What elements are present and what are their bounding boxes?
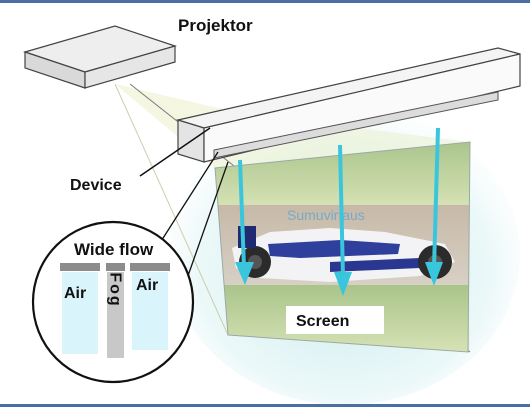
wide-flow-detail — [31, 220, 195, 384]
race-car-image — [232, 226, 455, 282]
screen-label-box — [286, 306, 384, 334]
projector-label: Projektor — [178, 16, 253, 35]
flow-arrow-left — [235, 159, 254, 285]
top-frame-bar — [0, 0, 530, 3]
air-right-nozzle — [130, 263, 170, 271]
air-left-label: Air — [64, 285, 86, 302]
fog-label: Fog — [107, 272, 124, 307]
flow-arrows — [235, 127, 443, 296]
fog-device — [175, 47, 521, 163]
screen-label: Screen — [296, 313, 349, 330]
flow-arrow-center — [334, 144, 352, 296]
fog-column — [107, 272, 124, 358]
watermark-text: Sumuvirtaus — [287, 207, 365, 223]
air-left-column — [62, 272, 98, 354]
projector-box — [22, 25, 178, 89]
air-left-nozzle — [60, 263, 100, 271]
air-right-label: Air — [136, 277, 158, 294]
zoom-pointer-line-lower — [182, 161, 229, 291]
air-right-column — [132, 272, 168, 350]
flow-arrow-right — [425, 127, 443, 286]
device-pointer-line — [139, 127, 211, 177]
zoom-pointer-line-upper — [157, 151, 219, 247]
wide-flow-label: Wide flow — [74, 240, 154, 259]
beam-edge-line — [114, 83, 229, 336]
device-label: Device — [70, 177, 122, 194]
screen-outline — [214, 141, 471, 353]
fog-nozzle — [106, 263, 125, 271]
bottom-frame-bar — [0, 404, 530, 407]
